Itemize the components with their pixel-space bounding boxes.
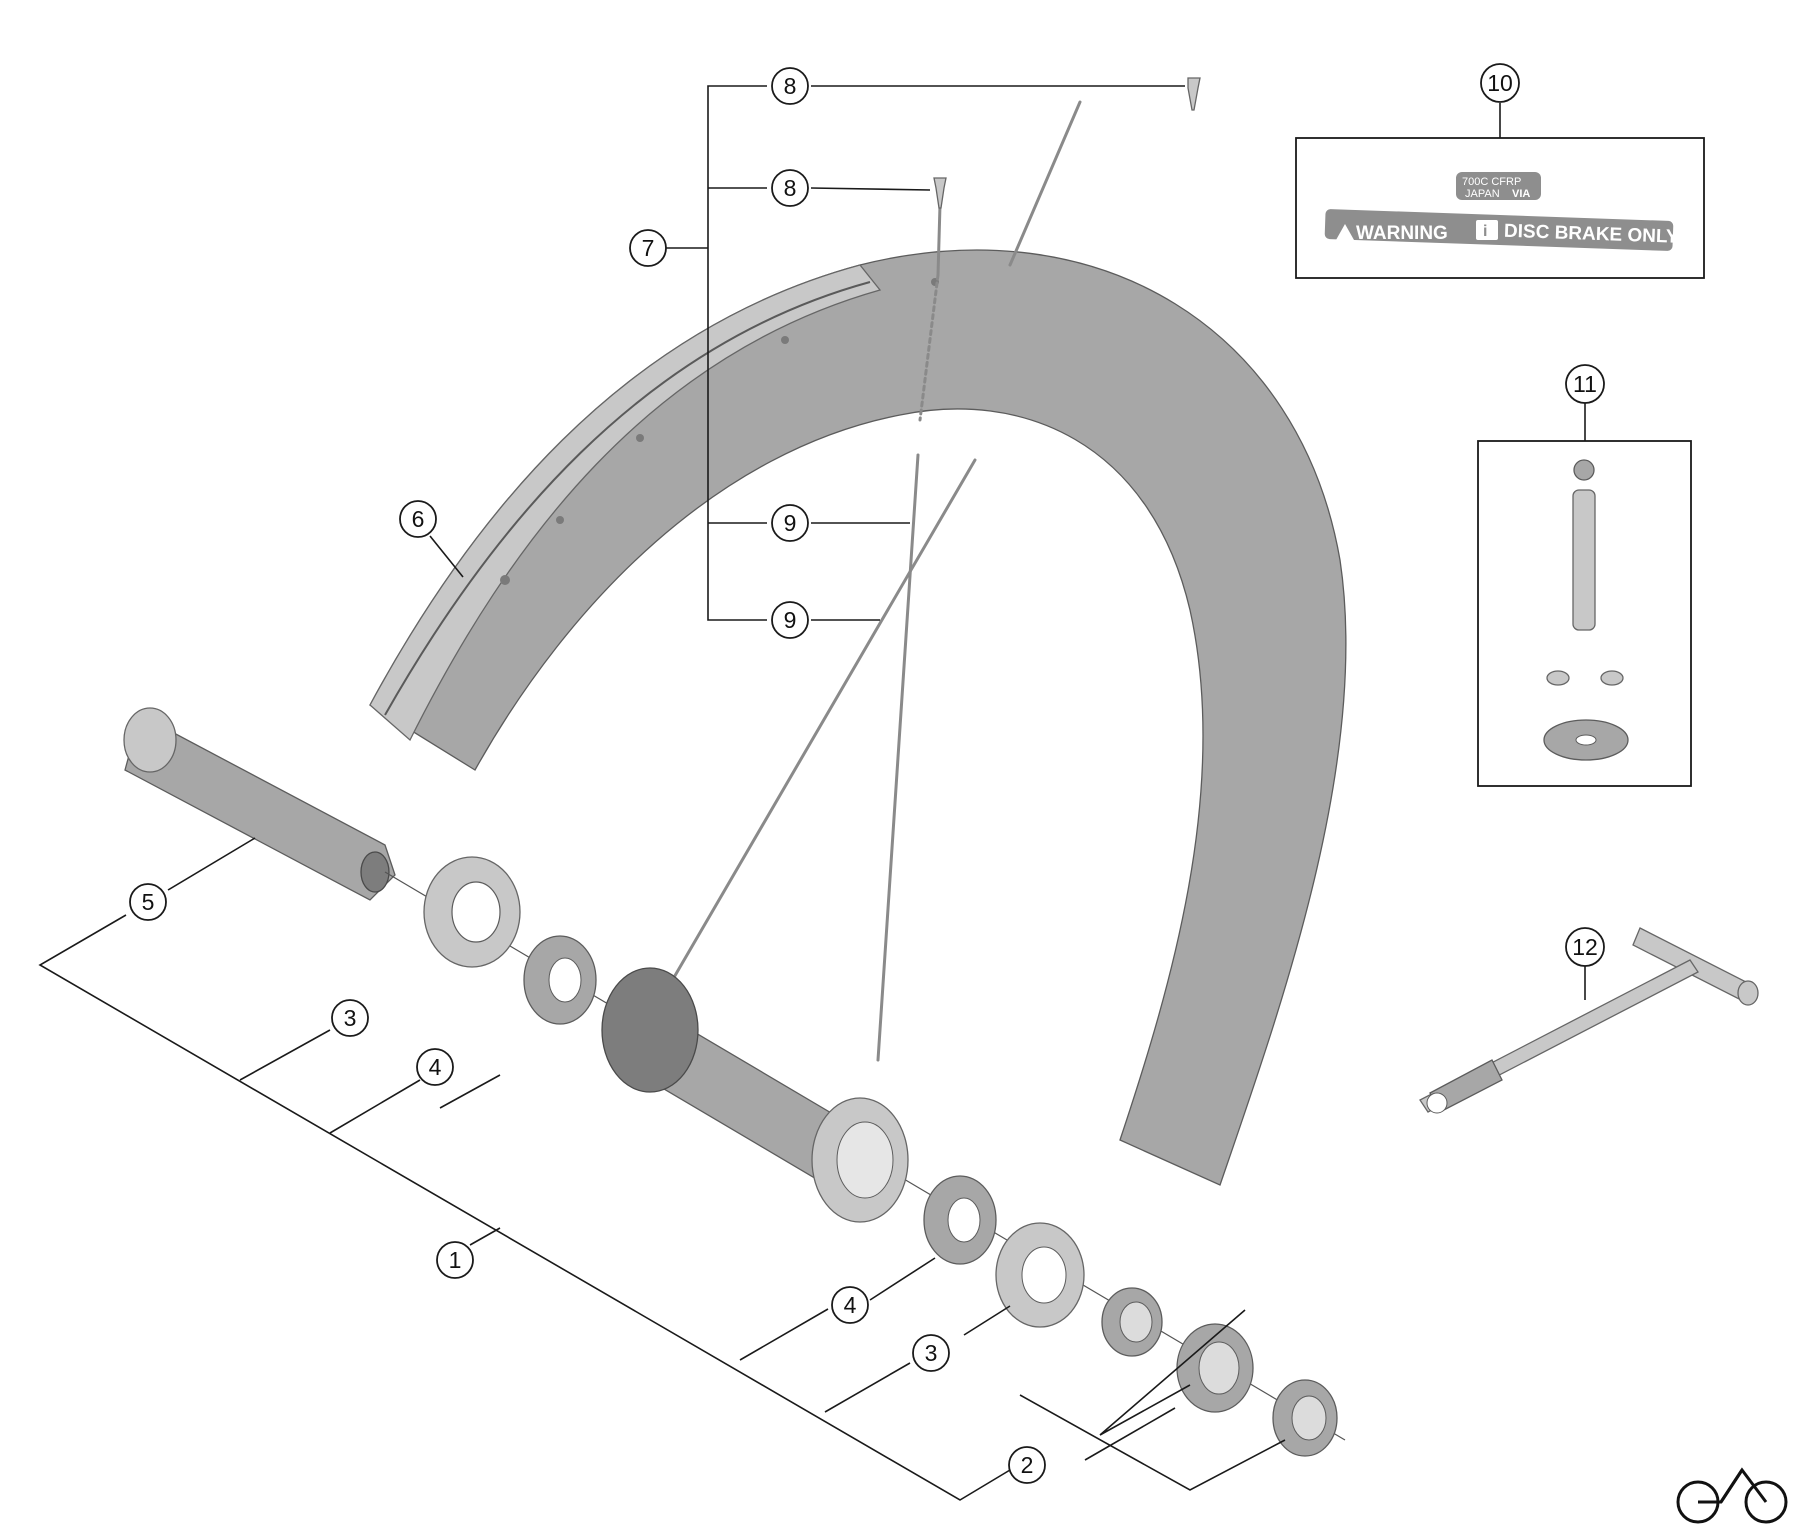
- rim: [369, 249, 1347, 1186]
- dust-cap-left: [423, 856, 521, 968]
- svg-text:8: 8: [784, 175, 797, 201]
- spokes: [653, 100, 1082, 1062]
- sticker-line2b: VIA: [1512, 188, 1530, 200]
- sticker-box: [1295, 137, 1705, 279]
- end-cap-3: [1272, 1379, 1338, 1457]
- sticker-warning-text: WARNING: [1356, 223, 1448, 244]
- sticker-line1: 700C CFRP: [1462, 176, 1521, 188]
- svg-text:4: 4: [844, 1292, 857, 1318]
- svg-text:3: 3: [344, 1005, 357, 1031]
- info-icon: [1476, 220, 1498, 240]
- callout-3b: 3: [912, 1334, 950, 1372]
- svg-text:4: 4: [429, 1054, 442, 1080]
- sticker-small-label: [1456, 172, 1541, 200]
- callout-12: 12: [1565, 927, 1605, 967]
- callout-7: 7: [629, 229, 667, 267]
- valve-washers: [1546, 670, 1624, 686]
- svg-text:9: 9: [784, 510, 797, 536]
- callout-8b: 8: [771, 169, 809, 207]
- svg-text:7: 7: [642, 235, 655, 261]
- info-icon-letter: i: [1483, 223, 1487, 240]
- callout-8a: 8: [771, 67, 809, 105]
- callout-9b: 9: [771, 601, 809, 639]
- spoke-nipple-upper: [1187, 77, 1201, 111]
- svg-text:9: 9: [784, 607, 797, 633]
- svg-text:1: 1: [449, 1247, 462, 1273]
- sticker-line2a: JAPAN: [1465, 188, 1500, 200]
- end-cap-1: [1101, 1287, 1163, 1357]
- spoke-nipple-lower: [933, 177, 947, 209]
- dust-cap-right: [995, 1222, 1085, 1328]
- svg-text:10: 10: [1487, 70, 1513, 96]
- svg-text:8: 8: [784, 73, 797, 99]
- callout-1: 1: [436, 1241, 474, 1279]
- sticker-warning-band: [1324, 209, 1674, 251]
- bearing-left: [523, 935, 597, 1025]
- svg-text:12: 12: [1572, 934, 1598, 960]
- valve-seal-disc: [1543, 719, 1629, 761]
- svg-text:2: 2: [1021, 1452, 1034, 1478]
- callout-3a: 3: [331, 999, 369, 1037]
- callout-2: 2: [1008, 1446, 1046, 1484]
- callout-5: 5: [129, 883, 167, 921]
- valve-extender: [1572, 459, 1596, 631]
- end-cap-2: [1176, 1323, 1254, 1413]
- callout-4b: 4: [831, 1286, 869, 1324]
- svg-text:11: 11: [1573, 371, 1597, 397]
- svg-text:5: 5: [142, 889, 155, 915]
- callout-10: 10: [1480, 63, 1520, 103]
- warning-triangle-icon: [1336, 224, 1354, 240]
- hub-body: [601, 967, 909, 1223]
- callout-4a: 4: [416, 1048, 454, 1086]
- callout-9a: 9: [771, 504, 809, 542]
- callout-11: 11: [1565, 364, 1605, 404]
- bearing-right: [923, 1175, 997, 1265]
- callout-6: 6: [399, 500, 437, 538]
- leader-lines: [38, 85, 1586, 1501]
- svg-text:3: 3: [925, 1340, 938, 1366]
- t-wrench: [1419, 927, 1759, 1114]
- svg-text:6: 6: [412, 506, 425, 532]
- bicycle-icon: [1676, 1467, 1788, 1524]
